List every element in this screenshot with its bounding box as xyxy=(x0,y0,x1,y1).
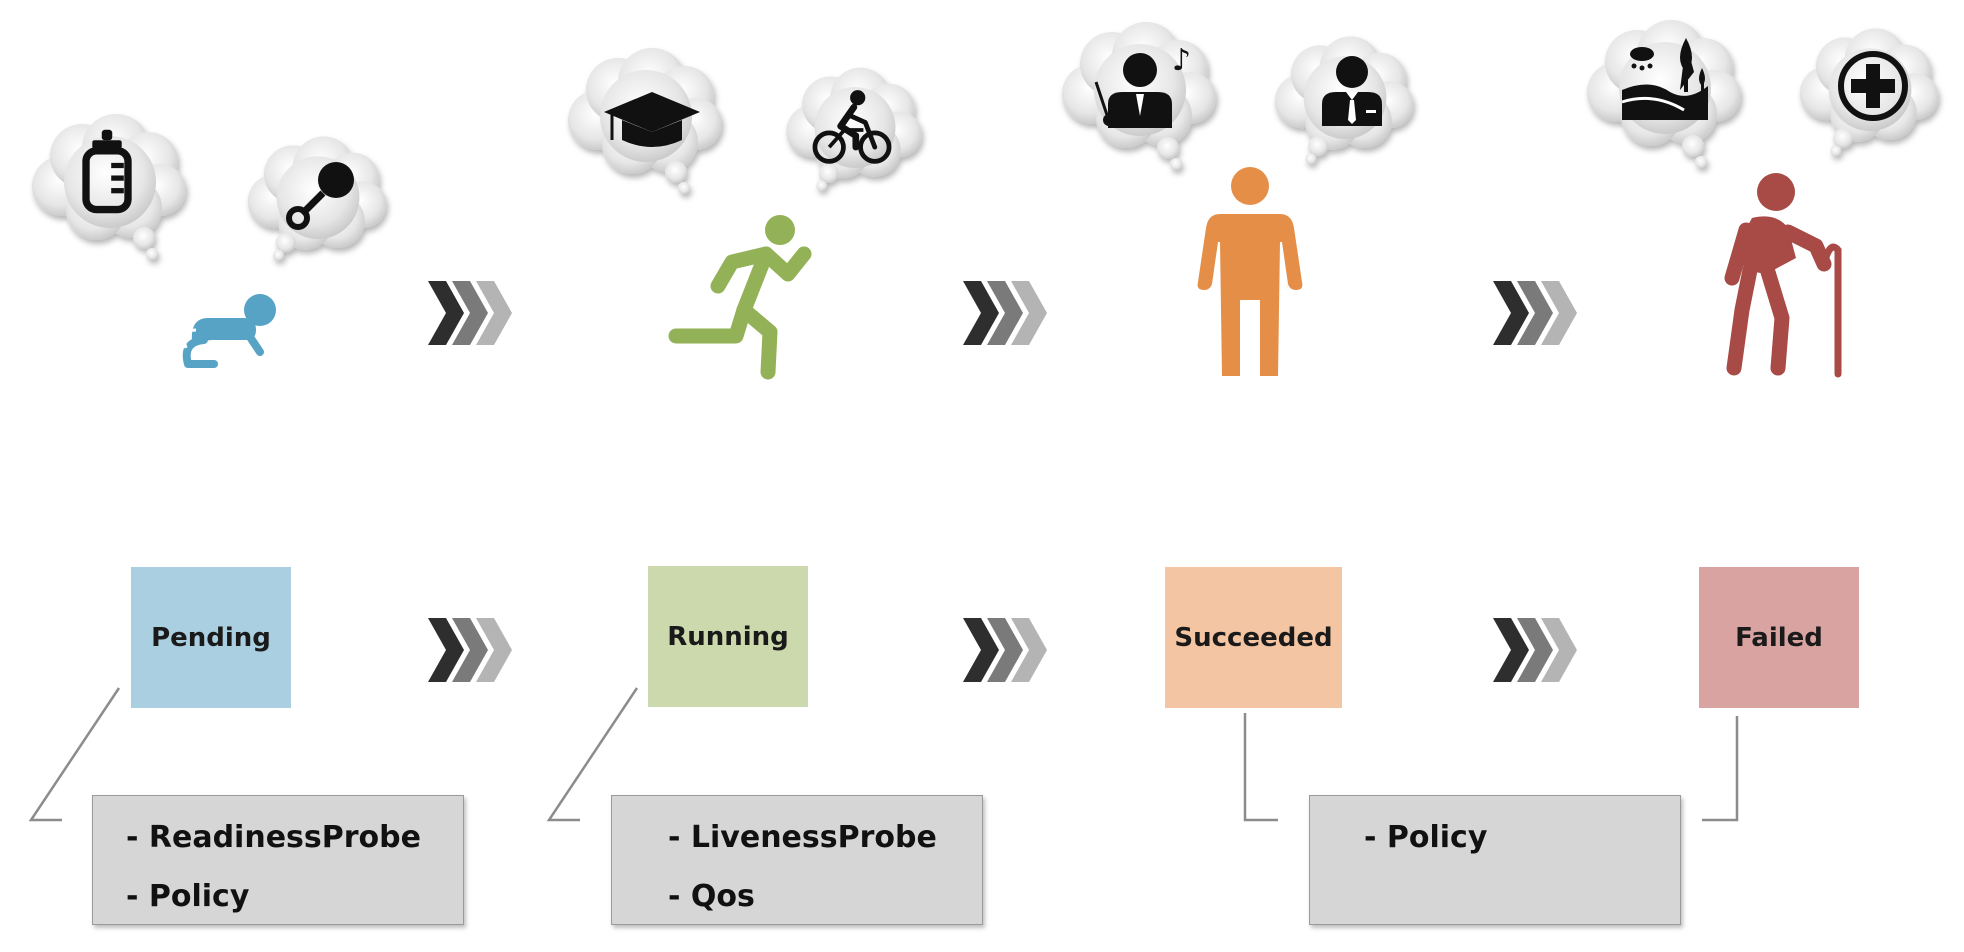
pending-note-line: - ReadinessProbe xyxy=(126,820,421,855)
rattle-icon xyxy=(286,162,354,230)
succeeded-connector-line xyxy=(1243,713,1278,822)
standing-person-icon xyxy=(1197,167,1303,376)
elderly-person-icon xyxy=(1724,173,1842,378)
chevron-arrow-icon xyxy=(1493,618,1577,682)
phase-succeeded-label: Succeeded xyxy=(1174,622,1333,653)
running-note-line: - Qos xyxy=(668,879,755,914)
end-note-line: - Policy xyxy=(1364,820,1488,855)
cyclist-icon xyxy=(812,90,892,164)
pending-notes-box: - ReadinessProbe - Policy xyxy=(92,795,464,925)
phase-running-box: Running xyxy=(648,566,808,707)
landscape-icon xyxy=(1621,38,1708,120)
phase-pending-label: Pending xyxy=(151,622,271,653)
businessman-icon xyxy=(1322,56,1382,126)
phase-pending-box: Pending xyxy=(131,567,291,708)
running-notes-box: - LivenessProbe - Qos xyxy=(611,795,983,925)
chevron-arrow-icon xyxy=(428,618,512,682)
phase-failed-box: Failed xyxy=(1699,567,1859,708)
running-person-icon xyxy=(668,215,812,380)
chevron-arrow-icon xyxy=(1493,281,1577,345)
graduation-cap-icon xyxy=(604,92,700,147)
pending-note-line: - Policy xyxy=(126,879,250,914)
pending-connector-line xyxy=(28,687,121,822)
medical-cross-icon xyxy=(1838,51,1908,121)
end-notes-box: - Policy xyxy=(1309,795,1681,925)
chevron-arrow-icon xyxy=(428,281,512,345)
failed-connector-line xyxy=(1702,716,1739,822)
phase-failed-label: Failed xyxy=(1735,622,1823,653)
baby-bottle-icon xyxy=(82,129,132,214)
singer-icon: ♪ xyxy=(1094,43,1191,128)
chevron-arrow-icon xyxy=(963,618,1047,682)
chevron-arrow-icon xyxy=(963,281,1047,345)
running-note-line: - LivenessProbe xyxy=(668,820,937,855)
running-connector-line xyxy=(546,687,639,822)
crawling-baby-icon xyxy=(182,294,276,368)
svg-text:♪: ♪ xyxy=(1172,43,1191,78)
phase-running-label: Running xyxy=(667,621,789,652)
phase-succeeded-box: Succeeded xyxy=(1165,567,1342,708)
